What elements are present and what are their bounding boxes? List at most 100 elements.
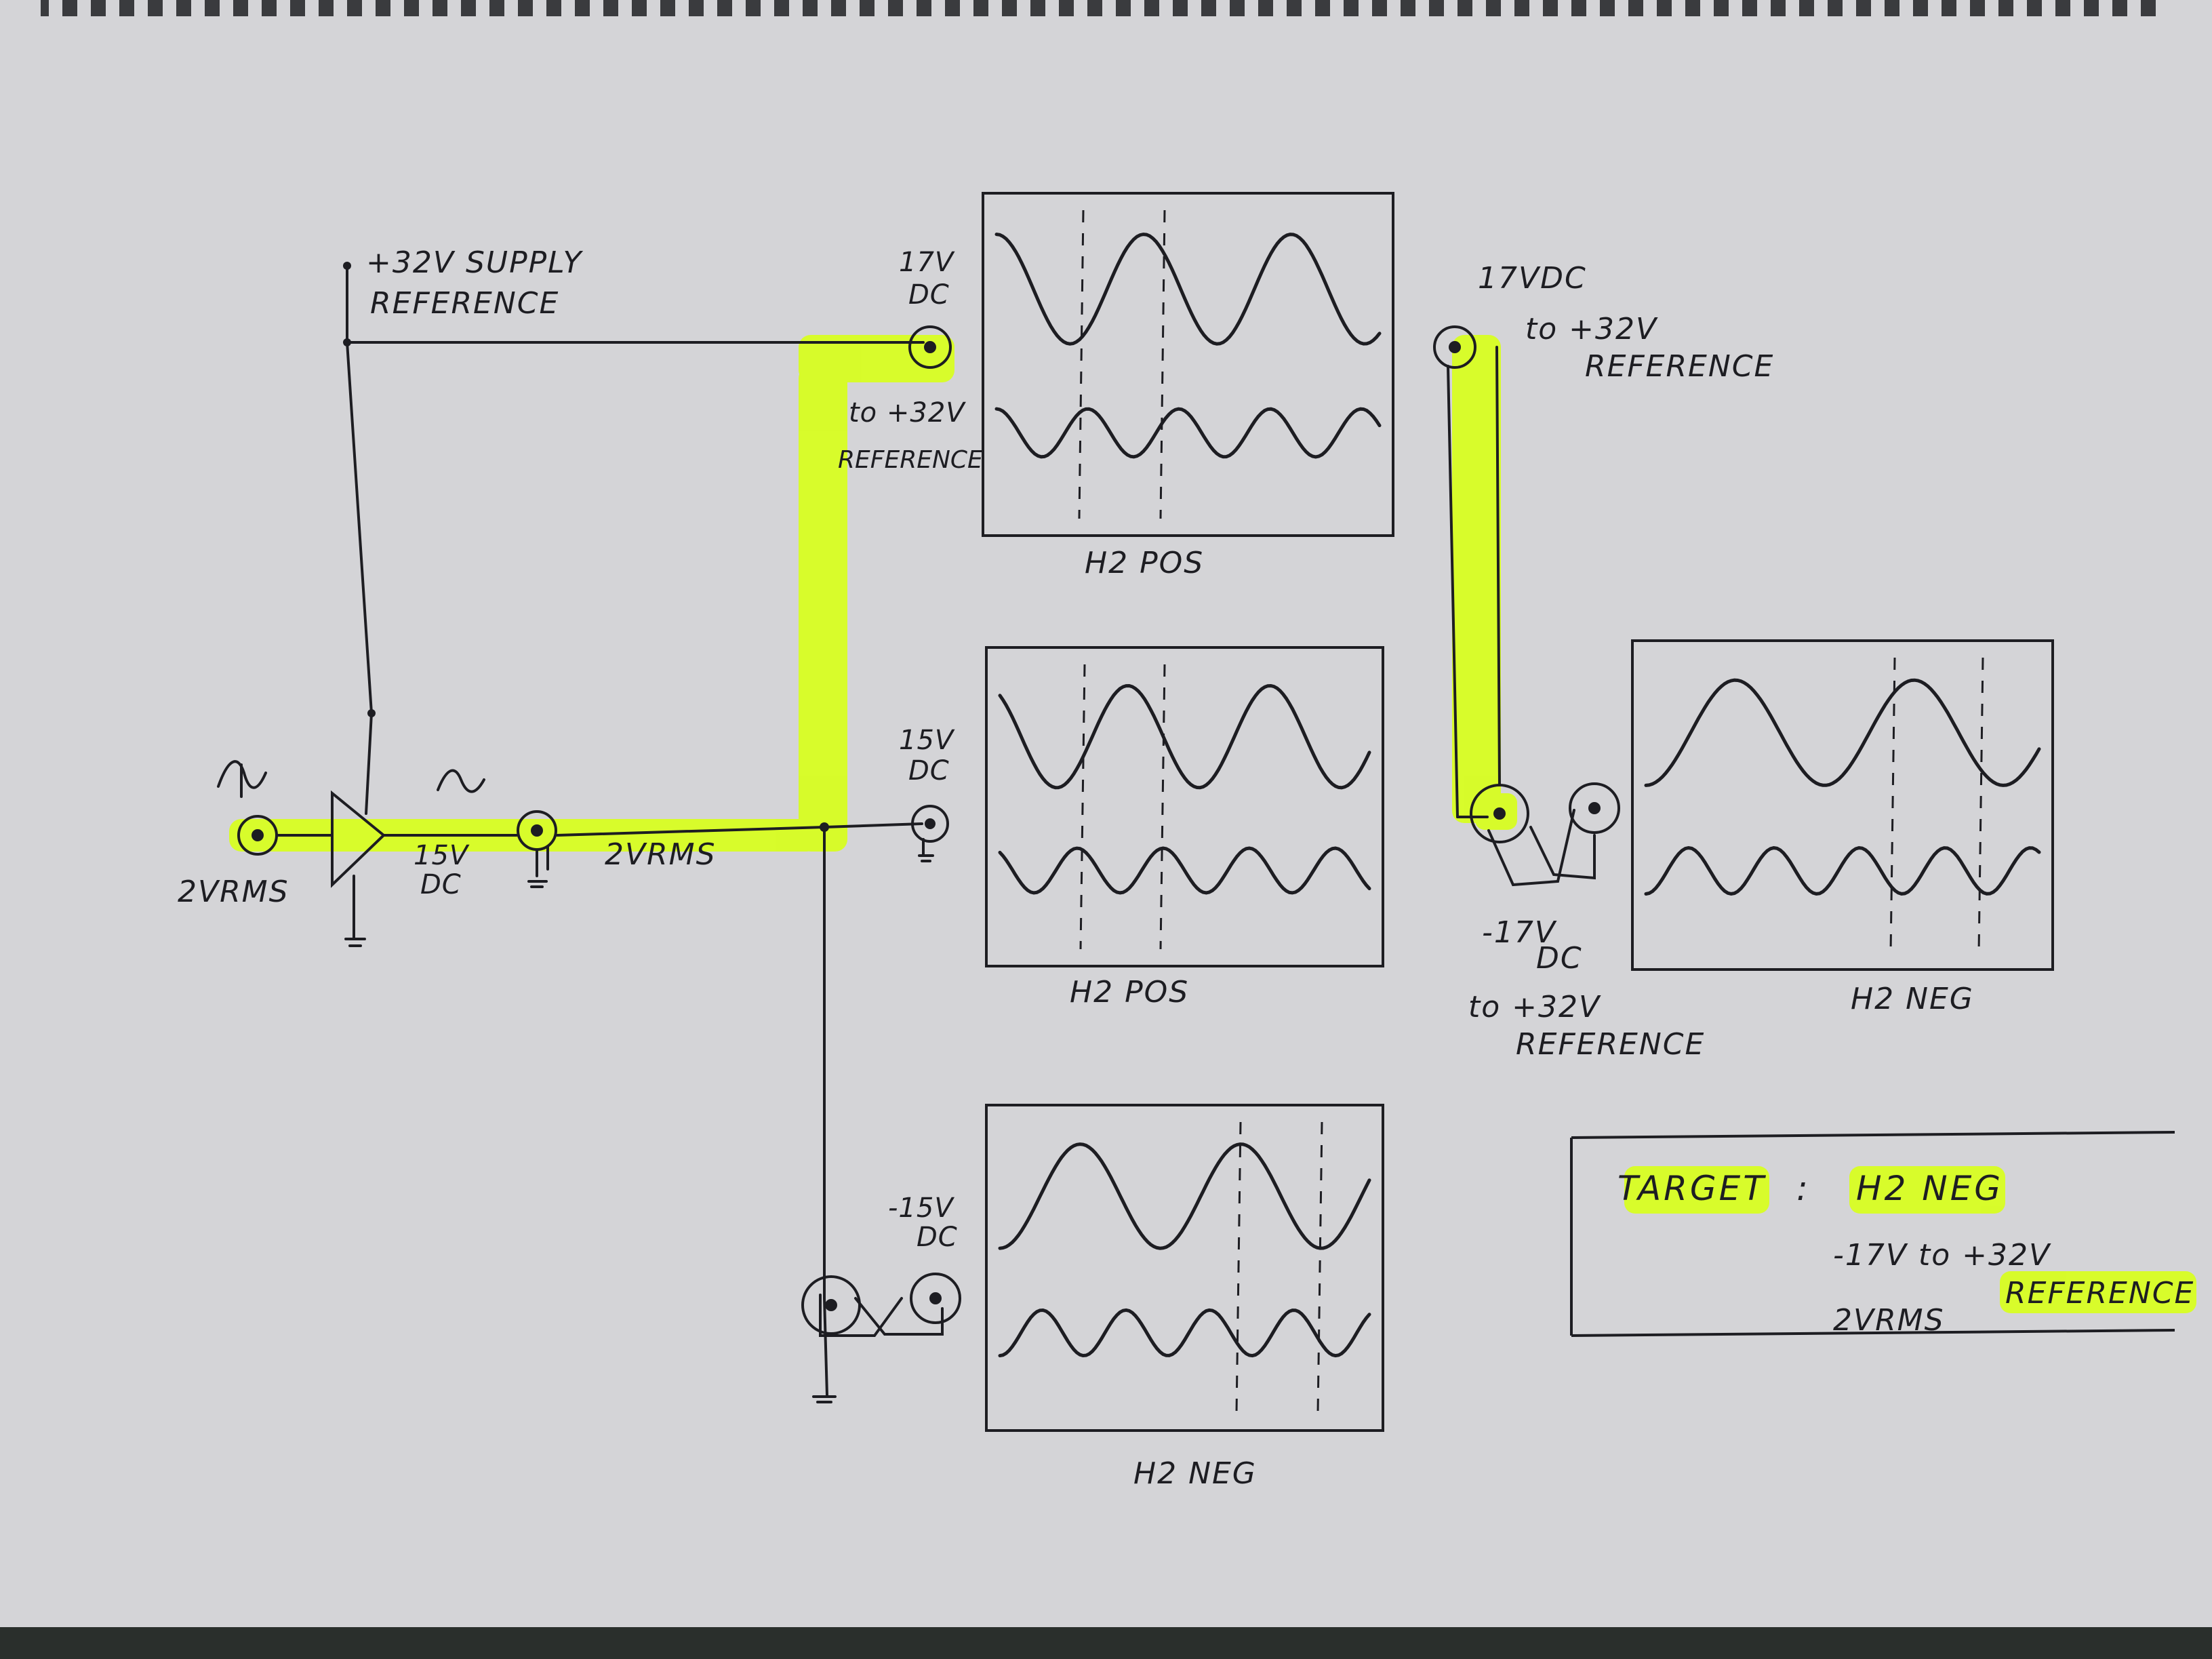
binding-hole xyxy=(1159,0,1173,16)
binding-hole xyxy=(305,0,319,16)
binding-hole xyxy=(2042,0,2055,16)
scope-caption-3: H2 NEG xyxy=(1133,1456,1257,1491)
binding-hole xyxy=(1472,0,1486,16)
backdrop-edge xyxy=(0,1627,2212,1659)
binding-hole xyxy=(761,0,774,16)
binding-hole xyxy=(1956,0,1970,16)
binding-hole xyxy=(1188,0,1201,16)
wiring xyxy=(275,264,1501,1397)
binding-hole xyxy=(1757,0,1771,16)
binding-hole xyxy=(1814,0,1828,16)
binding-hole xyxy=(1558,0,1571,16)
target-label: TARGET xyxy=(1617,1169,1767,1208)
right-top-ref-label-2: REFERENCE xyxy=(1585,349,1774,384)
binding-hole xyxy=(1245,0,1258,16)
binding-hole xyxy=(846,0,860,16)
scope-caption-1: H2 POS xyxy=(1085,546,1204,580)
binding-hole xyxy=(362,0,376,16)
target-value: H2 NEG xyxy=(1856,1169,2003,1208)
t3-dc-label-1: -15V xyxy=(888,1193,954,1224)
binding-hole xyxy=(2156,0,2169,16)
binding-hole xyxy=(1131,0,1144,16)
scope-frame xyxy=(985,646,1384,967)
binding-hole xyxy=(277,0,290,16)
right-bot-dc-label-1: -17V xyxy=(1482,915,1557,950)
target-line2: -17V to +32V xyxy=(1833,1238,2051,1273)
scope-caption-2: H2 POS xyxy=(1070,975,1189,1010)
right-top-dc-label: 17VDC xyxy=(1478,261,1587,296)
scope-frame xyxy=(1631,639,2054,971)
binding-hole xyxy=(1302,0,1315,16)
binding-hole xyxy=(903,0,917,16)
scope-trace-fundamental xyxy=(998,683,1371,790)
binding-hole xyxy=(1985,0,1998,16)
scope-marker-line xyxy=(1235,1121,1242,1414)
binding-hole xyxy=(1444,0,1457,16)
amp-dc-label-2: DC xyxy=(420,869,462,900)
target-line4: 2VRMS xyxy=(1833,1303,1945,1338)
binding-hole xyxy=(1586,0,1600,16)
scope-trace-harmonic xyxy=(1644,846,2041,896)
binding-hole xyxy=(163,0,176,16)
binding-hole xyxy=(960,0,973,16)
binding-hole xyxy=(561,0,575,16)
binding-hole xyxy=(106,0,119,16)
binding-hole xyxy=(476,0,489,16)
binding-hole xyxy=(419,0,433,16)
junction-dots xyxy=(343,262,829,832)
binding-hole xyxy=(789,0,803,16)
t1-dc-label-1: 17V xyxy=(899,247,955,278)
binding-hole xyxy=(1387,0,1401,16)
binding-hole xyxy=(2070,0,2084,16)
binding-hole xyxy=(1415,0,1429,16)
highlighter-strokes xyxy=(229,335,2196,1313)
scope-trace-fundamental xyxy=(998,1142,1371,1250)
binding-hole xyxy=(504,0,518,16)
right-bot-ref-label-2: REFERENCE xyxy=(1516,1027,1705,1062)
binding-hole xyxy=(1843,0,1856,16)
binding-hole xyxy=(590,0,603,16)
binding-hole xyxy=(2099,0,2112,16)
binding-hole xyxy=(1045,0,1059,16)
binding-hole xyxy=(1615,0,1628,16)
binding-hole xyxy=(988,0,1002,16)
ground-symbols xyxy=(344,850,934,1403)
binding-hole xyxy=(2013,0,2027,16)
binding-hole xyxy=(77,0,91,16)
binding-hole xyxy=(1871,0,1885,16)
binding-hole xyxy=(248,0,262,16)
binding-hole xyxy=(49,0,62,16)
scope-marker-line xyxy=(1078,209,1085,519)
binding-hole xyxy=(1928,0,1942,16)
amp-dc-label-1: 15V xyxy=(414,840,470,871)
right-bot-ref-label-1: to +32V xyxy=(1468,990,1601,1024)
target-line3: REFERENCE xyxy=(2005,1276,2194,1311)
scope-marker-line xyxy=(1159,209,1166,519)
binding-hole xyxy=(818,0,831,16)
binding-hole xyxy=(704,0,717,16)
binding-hole xyxy=(1786,0,1799,16)
binding-hole xyxy=(1273,0,1287,16)
right-bot-dc-label-2: DC xyxy=(1536,941,1583,976)
binding-hole xyxy=(1359,0,1372,16)
binding-hole xyxy=(390,0,404,16)
binding-hole xyxy=(1700,0,1714,16)
binding-hole xyxy=(1643,0,1657,16)
t1-ref-label-1: to +32V xyxy=(849,397,966,428)
mid-level-label: 2VRMS xyxy=(605,837,717,872)
scope-trace-harmonic xyxy=(998,846,1371,895)
binding-hole xyxy=(134,0,148,16)
binding-hole xyxy=(191,0,205,16)
amplifier-symbol xyxy=(331,790,386,888)
right-top-ref-label-1: to +32V xyxy=(1525,312,1658,346)
binding-hole xyxy=(874,0,888,16)
scope-marker-line xyxy=(1159,664,1166,950)
t1-dc-label-2: DC xyxy=(908,279,950,311)
scope-frame xyxy=(985,1104,1384,1432)
binding-hole xyxy=(447,0,461,16)
binding-hole xyxy=(334,0,347,16)
scope-marker-line xyxy=(1079,664,1086,950)
supply-label-line1: +32V SUPPLY xyxy=(366,245,583,280)
